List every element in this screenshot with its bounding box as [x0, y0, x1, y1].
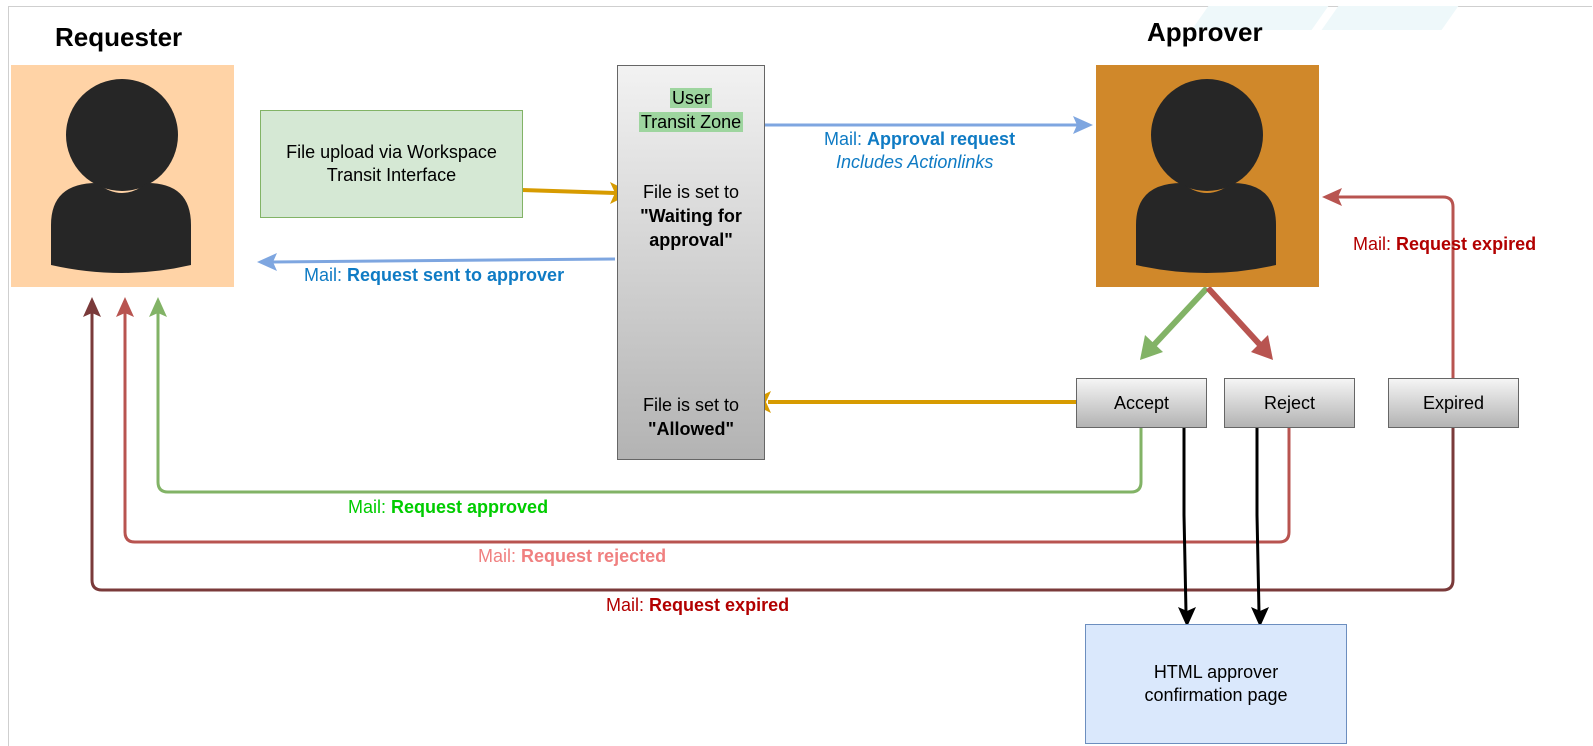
- label-approval-request: Mail: Approval request: [824, 129, 1015, 150]
- label-includes-actionlinks: Includes Actionlinks: [836, 152, 994, 172]
- waiting-line-2: "Waiting for: [640, 206, 742, 226]
- arrow-accept-to-confirmation: [1182, 428, 1188, 613]
- transit-zone: User Transit Zone File is set to "Waitin…: [617, 65, 765, 460]
- arrowhead: [1251, 607, 1269, 627]
- request-expired-bottom-text: Request expired: [649, 595, 790, 615]
- person-icon: [1136, 79, 1276, 273]
- requester-title: Requester: [55, 22, 183, 52]
- mail-prefix: Mail:: [824, 129, 863, 149]
- reject-button[interactable]: Reject: [1224, 378, 1355, 428]
- zone-waiting-status: File is set to "Waiting for approval": [618, 180, 764, 252]
- arrow-approver-to-reject: [1205, 285, 1265, 350]
- request-approved-text: Request approved: [391, 497, 549, 517]
- person-icon: [51, 79, 191, 273]
- waiting-line-3: approval": [649, 230, 733, 250]
- expired-button[interactable]: Expired: [1388, 378, 1519, 428]
- upload-line-2: Transit Interface: [326, 165, 457, 185]
- label-request-rejected: Mail: Request rejected: [478, 546, 666, 567]
- mail-prefix: Mail:: [348, 497, 387, 517]
- upload-box: File upload via Workspace Transit Interf…: [260, 110, 523, 218]
- arrowhead: [83, 297, 101, 317]
- upload-line-1: File upload via Workspace: [286, 142, 497, 162]
- arrow-expired-to-approver: [1337, 195, 1455, 378]
- confirmation-page-box: HTML approver confirmation page: [1085, 624, 1347, 744]
- mail-prefix: Mail:: [478, 546, 517, 566]
- zone-header: User Transit Zone: [618, 86, 764, 134]
- mail-prefix: Mail:: [1353, 234, 1392, 254]
- arrow-accept-to-requester: [156, 312, 1143, 494]
- arrowhead: [1073, 116, 1093, 134]
- request-expired-text: Request expired: [1396, 234, 1537, 254]
- request-sent-text: Request sent to approver: [347, 265, 565, 285]
- confirmation-line-1: HTML approver: [1153, 662, 1279, 682]
- arrowhead: [1322, 188, 1342, 206]
- waiting-line-1: File is set to: [642, 182, 740, 202]
- arrowhead: [257, 253, 277, 271]
- arrowhead: [1140, 335, 1163, 360]
- zone-allowed-status: File is set to "Allowed": [618, 393, 764, 441]
- arrowhead: [1251, 335, 1273, 360]
- request-rejected-text: Request rejected: [521, 546, 667, 566]
- label-request-expired-bottom: Mail: Request expired: [606, 595, 789, 616]
- zone-header-line-1: User: [669, 88, 712, 108]
- label-request-sent: Mail: Request sent to approver: [304, 265, 564, 286]
- arrowhead: [1178, 607, 1196, 627]
- requester-actor: [11, 65, 234, 287]
- label-request-approved: Mail: Request approved: [348, 497, 548, 518]
- approval-request-text: Approval request: [867, 129, 1016, 149]
- label-request-expired-right: Mail: Request expired: [1353, 234, 1536, 255]
- mail-prefix: Mail:: [304, 265, 343, 285]
- approver-title: Approver: [1147, 17, 1263, 47]
- arrowhead: [116, 297, 134, 317]
- arrow-expired-to-requester: [90, 312, 1455, 592]
- confirmation-line-2: confirmation page: [1144, 685, 1288, 705]
- arrow-reject-to-requester: [123, 312, 1291, 544]
- allowed-line-2: "Allowed": [647, 419, 735, 439]
- zone-header-line-2: Transit Zone: [638, 112, 744, 132]
- arrow-reject-to-confirmation: [1255, 428, 1261, 613]
- arrowhead: [149, 297, 167, 317]
- approver-actor: [1096, 65, 1319, 287]
- accept-button[interactable]: Accept: [1076, 378, 1207, 428]
- arrow-zone-to-requester: [271, 257, 616, 264]
- allowed-line-1: File is set to: [642, 395, 740, 415]
- arrow-upload-to-zone: [521, 188, 616, 195]
- arrow-approver-to-accept: [1149, 285, 1210, 350]
- mail-prefix: Mail:: [606, 595, 645, 615]
- diagram-frame: [8, 6, 1592, 746]
